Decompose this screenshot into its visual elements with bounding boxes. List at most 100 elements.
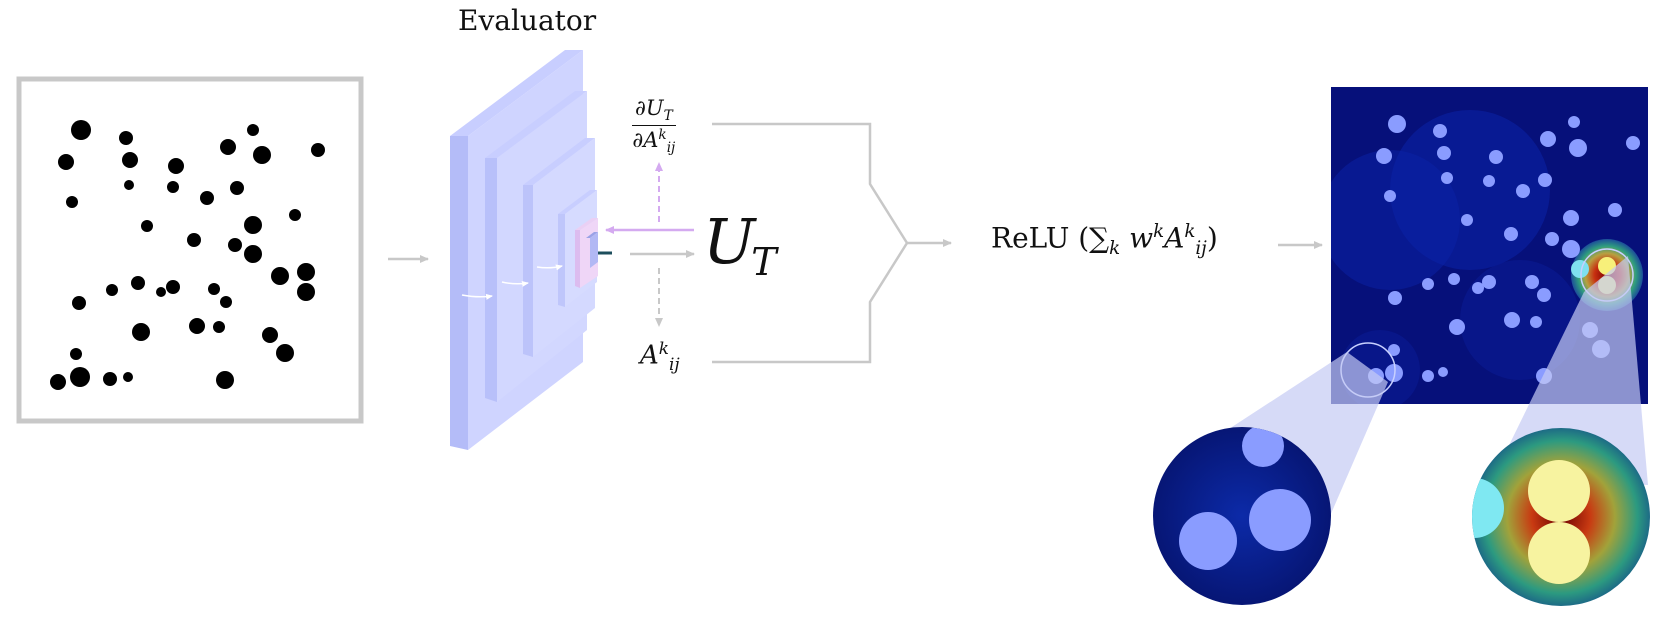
input-particle [131,276,145,290]
utility-symbol: U [703,205,756,278]
heatmap-particles [1368,115,1640,384]
input-particle [168,158,184,174]
activation-label: Akij [640,338,680,374]
heatmap-particle [1422,278,1434,290]
gradient-denominator-sub: ij [666,140,676,157]
input-particle [228,238,242,252]
hot-particle [1571,260,1589,278]
heatmap-particle [1385,364,1403,382]
input-particle [124,180,134,190]
heatmap-particle [1438,367,1448,377]
input-particle [271,267,289,285]
input-particle [72,296,86,310]
relu-activation-sup: k [1184,221,1196,242]
evaluator-network [450,50,612,450]
heatmap-particle [1626,136,1640,150]
heatmap-particle [1530,316,1542,328]
input-particle [297,263,315,281]
heatmap-particle [1437,146,1451,160]
input-image-frame [16,76,364,424]
activation-sub: ij [669,353,680,374]
input-particle [132,323,150,341]
input-particle [244,216,262,234]
heatmap-particle [1441,172,1453,184]
utility-subscript: T [751,240,777,284]
input-particle [189,318,205,334]
gradient-numerator-sub: T [663,108,673,125]
input-particle [262,327,278,343]
heatmap-particle [1538,173,1552,187]
relu-formula: ReLU (∑k wkAkij) [991,221,1218,259]
input-particle [70,367,90,387]
gradient-label: ∂UT ∂Akij [632,96,676,156]
evaluator-title: Evaluator [458,4,597,37]
relu-function: ReLU [991,221,1070,255]
heatmap-particle [1449,319,1465,335]
input-particle [230,181,244,195]
heatmap-particle [1433,124,1447,138]
heatmap-particle [1540,131,1556,147]
input-particle [208,283,220,295]
gradient-denominator-sup: k [658,127,667,144]
heatmap-particle [1537,288,1551,302]
input-particle [66,196,78,208]
heatmap-particle [1504,312,1520,328]
utility-label: UT [703,205,777,284]
input-particle [244,245,262,263]
heatmap-particle [1472,282,1484,294]
gradient-numerator: ∂U [635,96,664,120]
heatmap-particle [1504,227,1518,241]
relu-weight-sup: k [1153,221,1165,242]
input-particle [216,371,234,389]
heatmap-particle [1482,275,1496,289]
input-particle [70,348,82,360]
heatmap-particle [1525,275,1539,289]
heatmap-particle [1569,139,1587,157]
heatmap-particle [1568,116,1580,128]
heatmap-particle [1388,115,1406,133]
activation-sup: k [658,338,670,358]
relu-weight: w [1129,221,1154,255]
input-particle [119,131,133,145]
input-particle [289,209,301,221]
heatmap-particle [1516,184,1530,198]
heatmap-particle [1448,273,1460,285]
input-particle [50,374,66,390]
input-particle [156,287,166,297]
heatmap-particle [1388,291,1402,305]
input-particle [58,154,74,170]
relu-sum-index: k [1109,237,1121,259]
relu-activation: A [1164,221,1185,255]
input-particle [167,181,179,193]
zoom-inset-left [1153,427,1331,605]
input-particle [213,321,225,333]
zoom-cone-right [1492,256,1648,485]
heatmap-particle [1422,370,1434,382]
input-particle [297,283,315,301]
input-particle [166,280,180,294]
input-particle [220,139,236,155]
heatmap-particle [1384,190,1396,202]
heatmap-particle [1461,214,1473,226]
heatmap-particle [1388,344,1400,356]
activation-symbol: A [640,340,659,371]
heatmap-particle [1563,210,1579,226]
heatmap-particle [1545,232,1559,246]
zoom-inset-right [1472,428,1650,606]
input-particle [123,372,133,382]
input-particle [220,296,232,308]
input-particle [253,146,271,164]
heatmap-particle [1483,175,1495,187]
input-particle [71,120,91,140]
input-particle [106,284,118,296]
input-particle [311,143,325,157]
gradient-denominator: ∂A [632,128,659,153]
input-particle [141,220,153,232]
input-particle [103,372,117,386]
input-particle [276,344,294,362]
heatmap-particle [1376,148,1392,164]
relu-activation-sub: ij [1195,237,1207,259]
input-particles [50,120,325,390]
